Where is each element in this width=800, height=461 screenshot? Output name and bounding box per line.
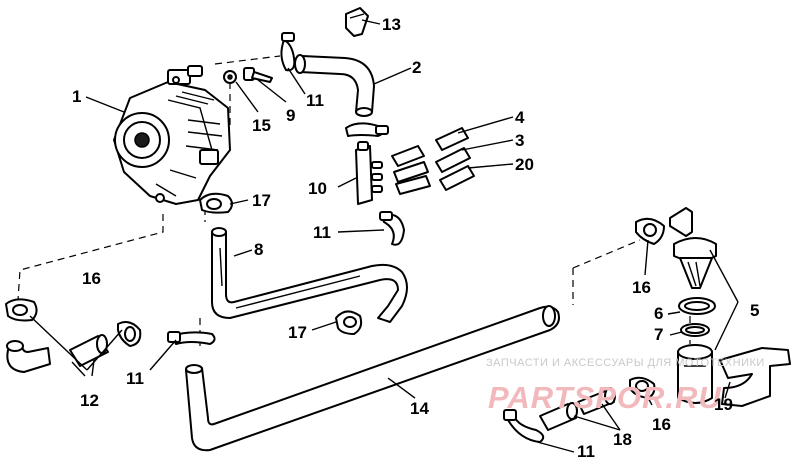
hose-clamp bbox=[345, 122, 389, 137]
callout-16-right-upper: 16 bbox=[632, 278, 651, 297]
hose-clamp bbox=[280, 32, 296, 72]
callout-11-upper: 11 bbox=[306, 91, 324, 110]
filter-bowl bbox=[677, 344, 713, 404]
hose-clamp bbox=[635, 217, 665, 245]
hose-clamp bbox=[629, 376, 656, 399]
callout-2: 2 bbox=[412, 58, 421, 77]
callout-11-middle: 11 bbox=[313, 223, 331, 242]
long-hose bbox=[185, 305, 560, 452]
callout-4: 4 bbox=[515, 108, 525, 127]
callout-3: 3 bbox=[515, 131, 524, 150]
callout-12: 12 bbox=[80, 391, 99, 410]
callout-labels: 1 2 3 4 5 6 7 8 9 10 11 11 11 11 12 13 1… bbox=[72, 15, 759, 461]
fuel-hose bbox=[211, 227, 408, 323]
callout-14: 14 bbox=[410, 399, 429, 418]
callout-16-right-lower: 16 bbox=[652, 415, 671, 434]
callout-11-lower-left: 11 bbox=[126, 369, 144, 388]
callout-15: 15 bbox=[252, 116, 271, 135]
callout-5: 5 bbox=[750, 301, 759, 320]
gasket bbox=[680, 323, 710, 337]
callout-7: 7 bbox=[654, 325, 663, 344]
callout-8: 8 bbox=[254, 240, 263, 259]
callout-9: 9 bbox=[286, 106, 295, 125]
fuel-manifold bbox=[355, 141, 383, 205]
callout-20: 20 bbox=[515, 155, 534, 174]
hose-elbow bbox=[6, 340, 51, 373]
screw bbox=[243, 67, 273, 83]
o-ring bbox=[678, 297, 716, 315]
hose-clamp bbox=[379, 211, 405, 246]
callout-6: 6 bbox=[654, 304, 663, 323]
hose-sleeve bbox=[577, 387, 616, 415]
callout-16-left: 16 bbox=[82, 269, 101, 288]
clip bbox=[345, 7, 369, 37]
hose-clamp bbox=[5, 298, 38, 322]
watermark: ЗАПЧАСТИ И АКСЕССУАРЫ ДЛЯ МОТОТЕХНИКИ PA… bbox=[486, 357, 765, 415]
fuel-pump bbox=[113, 65, 231, 205]
watermark-caption: ЗАПЧАСТИ И АКСЕССУАРЫ ДЛЯ МОТОТЕХНИКИ bbox=[486, 357, 765, 369]
hose-clamp bbox=[117, 321, 142, 347]
callout-11-lower-right: 11 bbox=[577, 442, 595, 461]
hose-clamp bbox=[167, 331, 216, 345]
short-hose bbox=[391, 127, 475, 195]
hose-clamp bbox=[503, 409, 545, 443]
leader-lines bbox=[29, 19, 739, 453]
elbow-hose bbox=[294, 54, 375, 117]
callout-19: 19 bbox=[714, 395, 733, 414]
callout-18: 18 bbox=[613, 430, 632, 449]
callout-17-lower: 17 bbox=[288, 323, 307, 342]
fuel-filter-cap bbox=[669, 207, 717, 289]
callout-17-upper: 17 bbox=[252, 191, 271, 210]
washer bbox=[223, 70, 237, 84]
hose-clamp bbox=[335, 310, 363, 335]
callout-10: 10 bbox=[308, 179, 327, 198]
hose-clamp bbox=[199, 192, 233, 214]
assembly-guide-lines bbox=[17, 55, 691, 346]
hose-sleeve bbox=[69, 334, 109, 367]
callout-13: 13 bbox=[382, 15, 401, 34]
hose-sleeve bbox=[539, 402, 578, 431]
callout-1: 1 bbox=[72, 87, 81, 106]
watermark-logo: PARTSPOR.RU bbox=[488, 380, 722, 415]
